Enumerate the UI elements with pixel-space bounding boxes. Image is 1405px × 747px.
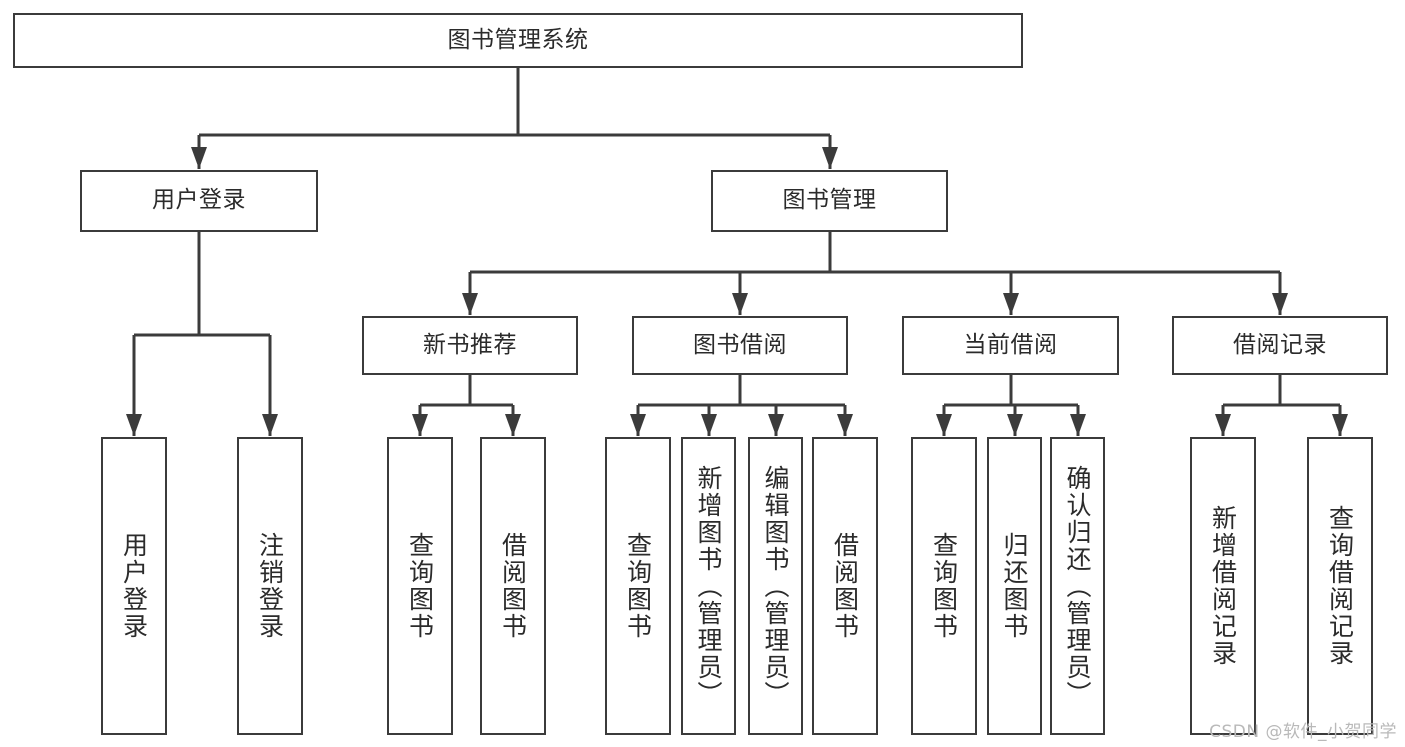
node-label: 图书管理系统 [447,26,589,53]
connector-arrowhead [412,414,428,436]
node-leaf-confirm-ret[interactable]: 确认归还（管理员） [1050,437,1105,735]
node-leaf-edit-book[interactable]: 编辑图书（管理员） [748,437,803,735]
node-root[interactable]: 图书管理系统 [13,13,1023,68]
node-leaf-logout[interactable]: 注销登录 [237,437,303,735]
node-label: 借阅记录 [1233,331,1327,358]
node-label: 查询图书 [623,532,653,640]
node-label: 借阅图书 [830,532,860,640]
node-leaf-query-book-3[interactable]: 查询图书 [911,437,977,735]
connector-arrowhead [732,293,748,315]
connector-arrowhead [1215,414,1231,436]
node-leaf-query-book-2[interactable]: 查询图书 [605,437,671,735]
node-leaf-return-book[interactable]: 归还图书 [987,437,1042,735]
connector-arrowhead [1332,414,1348,436]
connector-arrowhead [262,414,278,436]
connector-arrowhead [837,414,853,436]
node-label: 新增图书（管理员） [694,464,723,708]
node-label: 新增借阅记录 [1208,505,1238,667]
node-label: 确认归还（管理员） [1063,464,1092,708]
node-label: 查询借阅记录 [1325,505,1355,667]
node-leaf-borrow-book-2[interactable]: 借阅图书 [812,437,878,735]
node-label: 查询图书 [929,532,959,640]
node-book-borrow[interactable]: 图书借阅 [632,316,848,375]
connector-arrowhead [1272,293,1288,315]
node-label: 图书借阅 [693,331,787,358]
connector-arrowhead [1070,414,1086,436]
node-new-book-rec[interactable]: 新书推荐 [362,316,578,375]
node-label: 用户登录 [119,532,149,640]
node-borrow-record[interactable]: 借阅记录 [1172,316,1388,375]
connector-arrowhead [701,414,717,436]
node-leaf-user-login[interactable]: 用户登录 [101,437,167,735]
connector-arrowhead [126,414,142,436]
node-leaf-query-record[interactable]: 查询借阅记录 [1307,437,1373,735]
connector-arrowhead [936,414,952,436]
connector-arrowhead [462,293,478,315]
node-book-mgmt[interactable]: 图书管理 [711,170,948,232]
connector-arrowhead [505,414,521,436]
watermark-text: CSDN @软件_小贺同学 [1209,722,1397,742]
node-user-login[interactable]: 用户登录 [80,170,318,232]
node-label: 查询图书 [405,532,435,640]
connector-arrowhead [822,147,838,169]
node-label: 编辑图书（管理员） [761,464,790,708]
node-label: 新书推荐 [423,331,517,358]
node-label: 用户登录 [152,187,246,214]
node-leaf-borrow-book-1[interactable]: 借阅图书 [480,437,546,735]
node-label: 注销登录 [255,532,285,640]
node-label: 归还图书 [1000,532,1029,640]
connector-arrowhead [768,414,784,436]
node-leaf-query-book-1[interactable]: 查询图书 [387,437,453,735]
node-current-borrow[interactable]: 当前借阅 [902,316,1119,375]
connector-arrowhead [1003,293,1019,315]
node-label: 借阅图书 [498,532,528,640]
connector-arrowhead [191,147,207,169]
node-label: 图书管理 [782,187,877,214]
node-label: 当前借阅 [963,331,1058,358]
node-leaf-add-book[interactable]: 新增图书（管理员） [681,437,736,735]
node-leaf-add-record[interactable]: 新增借阅记录 [1190,437,1256,735]
connector-arrowhead [630,414,646,436]
connector-arrowhead [1007,414,1023,436]
